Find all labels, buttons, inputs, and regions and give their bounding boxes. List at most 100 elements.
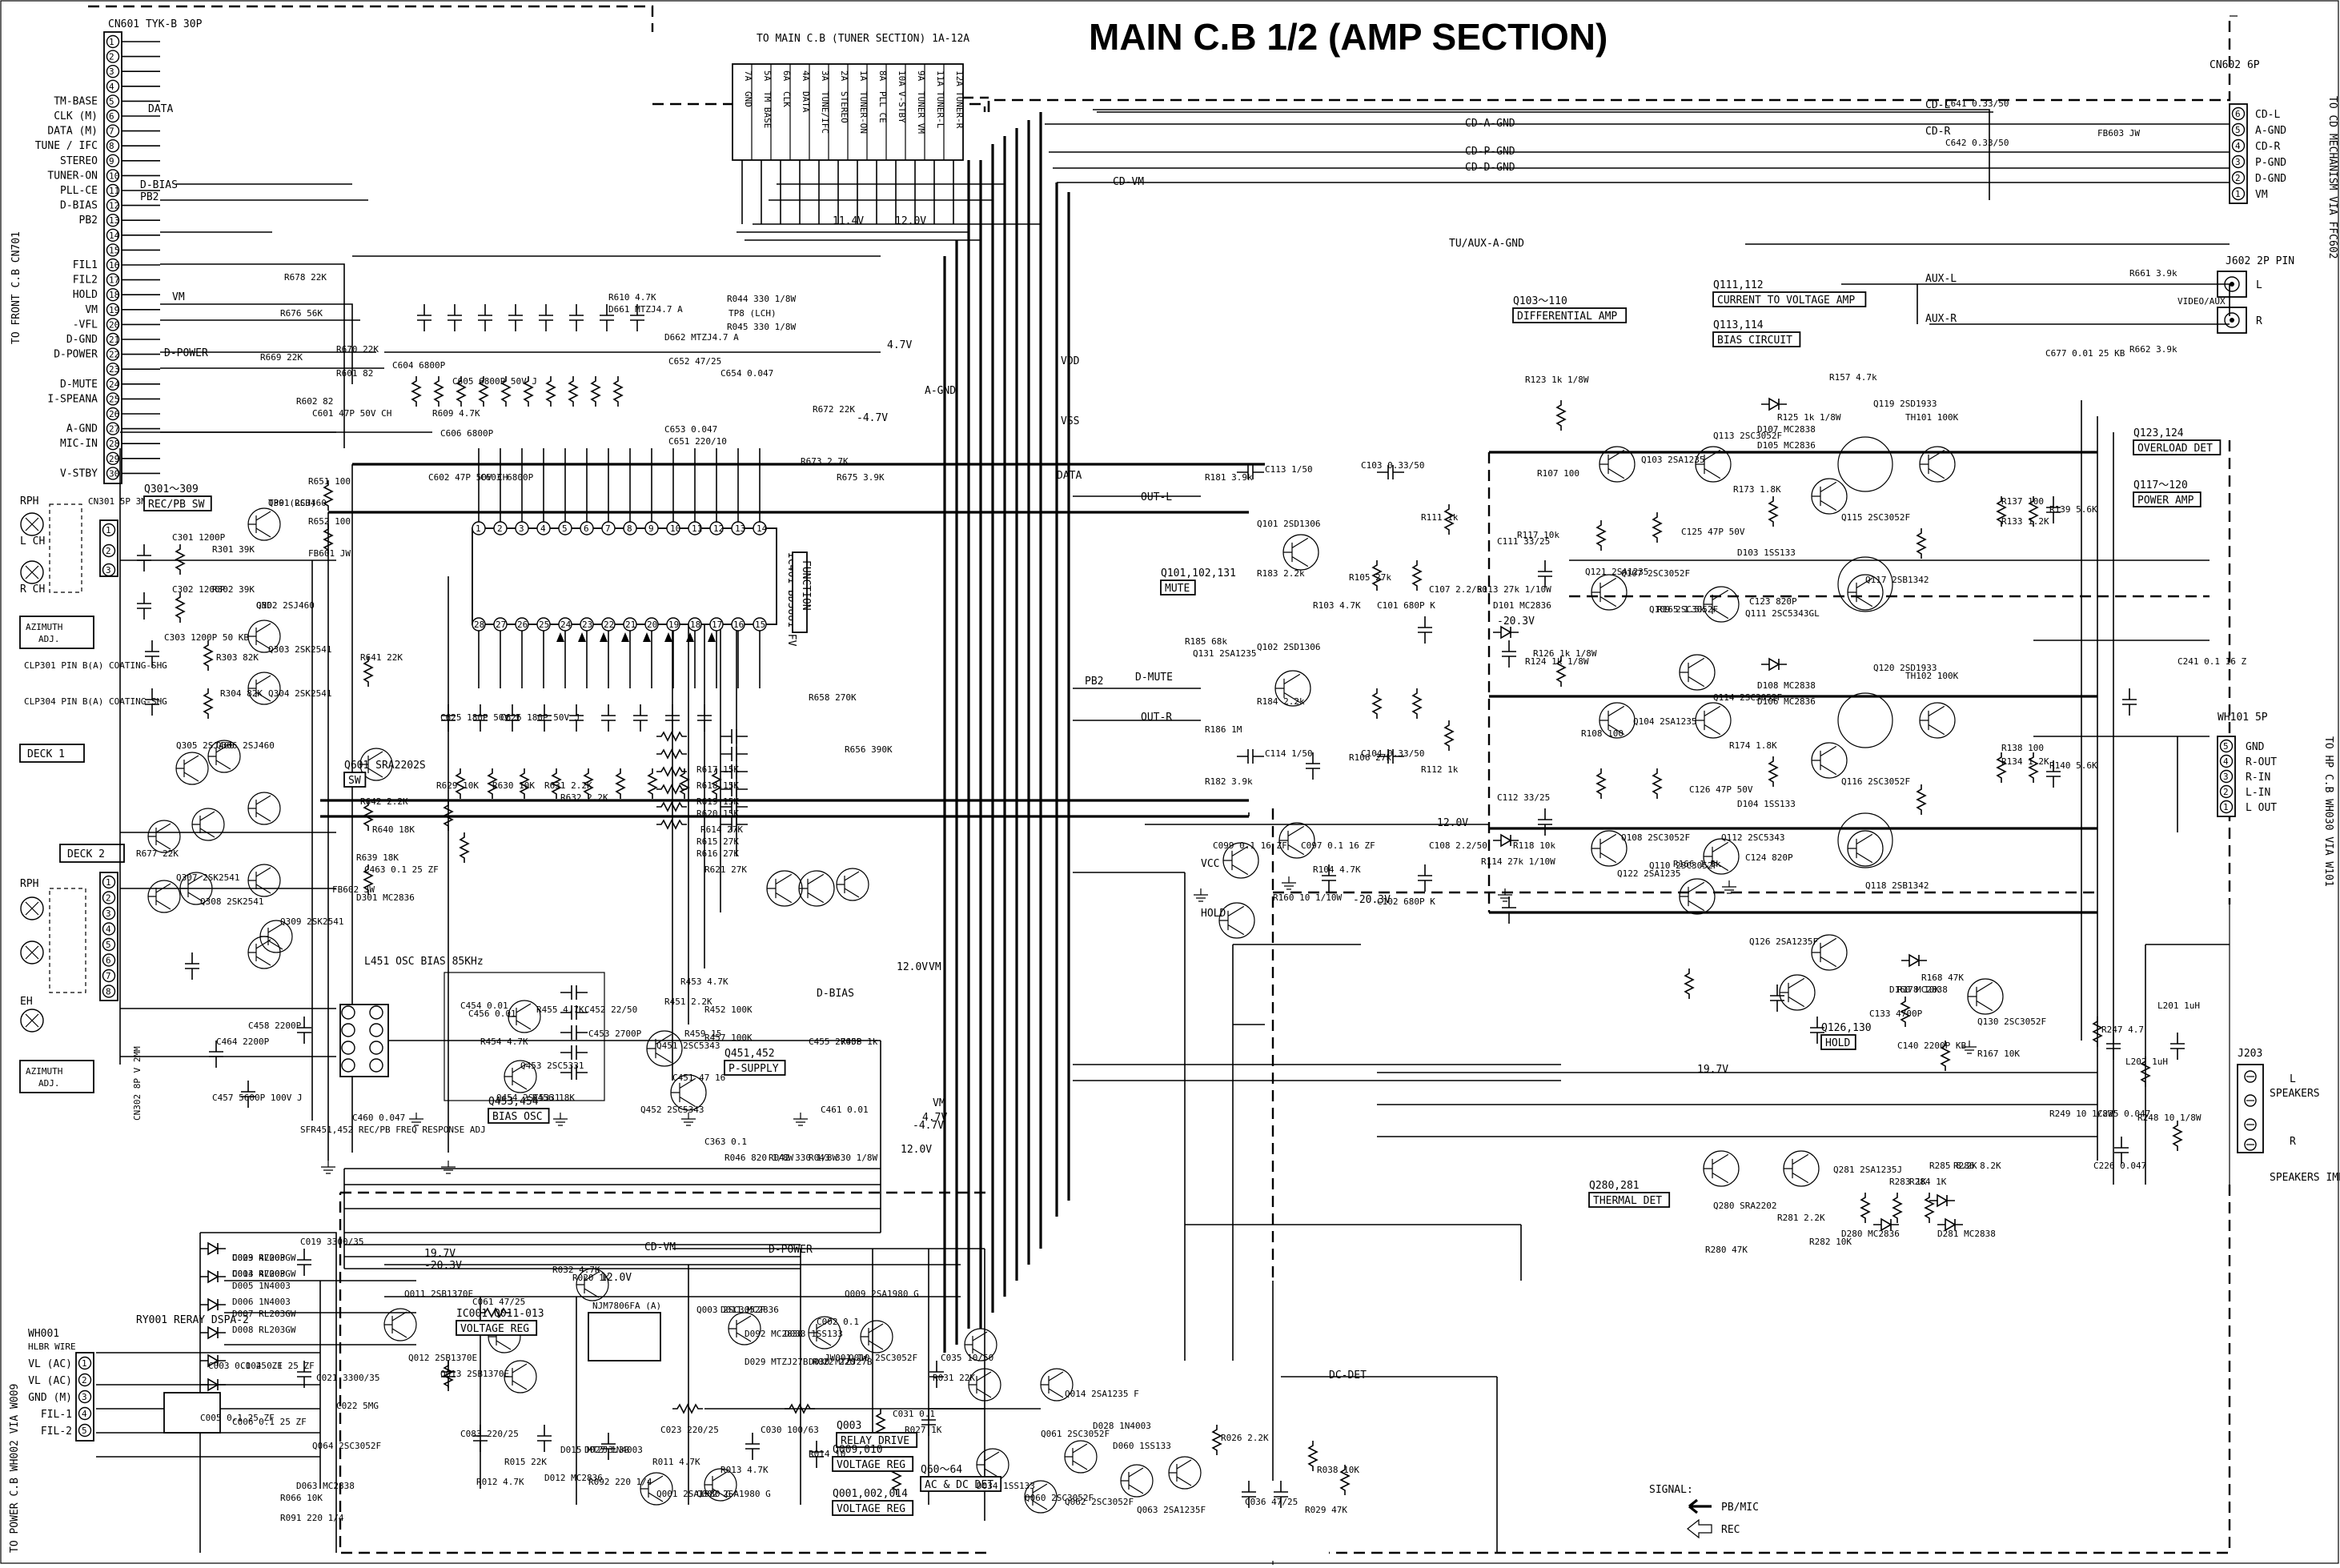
block-tag-q451_452: P-SUPPLY — [728, 1063, 779, 1075]
part-label: R106 27k — [1349, 752, 1391, 763]
part-label: C031 0.1 — [893, 1409, 935, 1419]
part-label: C602 47P 50V CH — [428, 472, 508, 483]
net-label: 19.7V — [1697, 1064, 1728, 1076]
legend-title: SIGNAL: — [1649, 1484, 1693, 1496]
capacitor-icon — [720, 747, 748, 761]
block-tag-box — [1512, 307, 1628, 323]
part-label: Q110 2SC3052F — [1649, 860, 1718, 871]
block-tag-q103_110: DIFFERENTIAL AMP — [1517, 311, 1617, 323]
part-label: Q281 2SA1235J — [1833, 1165, 1902, 1175]
cn601-pin — [106, 258, 120, 272]
part-label: D004 RL203GW — [232, 1269, 296, 1279]
resistor-icon — [323, 480, 334, 511]
part-label: C641 0.33/50 — [1945, 98, 2009, 109]
part-label: R629 10K — [436, 780, 479, 791]
resistor-icon — [1595, 768, 1607, 799]
part-label: R014 10 — [809, 1449, 845, 1459]
net-label: VCC — [1201, 858, 1219, 870]
ic401-tag: FUNCTION — [800, 560, 812, 611]
part-label: Q009 2SA1980 G — [845, 1289, 919, 1299]
resistor-icon — [478, 376, 489, 407]
cn601-pin-number: 12 — [109, 201, 119, 211]
capacitor-icon — [1502, 896, 1516, 924]
tuner-pin-number: 5A — [762, 70, 773, 82]
tuner-pin-label: TUNE/IFC — [820, 91, 830, 134]
part-label: R015 22K — [504, 1457, 547, 1467]
part-label: C601 47P 50V CH — [312, 408, 391, 419]
tuner-pin-label: PLL CE — [877, 91, 888, 123]
part-label: R616 27K — [696, 848, 739, 859]
deck2-label: DECK 2 — [67, 848, 105, 860]
cn602-pin-label: A-GND — [2255, 125, 2286, 137]
part-label: D103 1SS133 — [1737, 547, 1796, 558]
legend-pbmic: PB/MIC — [1721, 1502, 1759, 1514]
part-label: R662 3.9k — [2129, 344, 2177, 355]
j203-channel-r: R — [2290, 1136, 2296, 1148]
part-label: C651 220/10 — [668, 436, 727, 447]
part-label: R038 10K — [1317, 1465, 1359, 1475]
part-label: D108 MC2838 — [1757, 680, 1816, 691]
part-label: C461 0.01 — [821, 1105, 869, 1115]
resistor-icon — [1371, 688, 1383, 719]
part-label: R639 18K — [356, 852, 399, 863]
part-label: Q012 2SB1370E — [408, 1353, 477, 1363]
block-tag-q101: MUTE — [1165, 583, 1190, 595]
capacitor-icon — [1242, 1481, 1256, 1508]
block-tag-box — [343, 772, 367, 788]
part-label: R013 4.7K — [720, 1465, 769, 1475]
cn602-pin-number: 5 — [2235, 125, 2241, 135]
part-label: Q103 2SA1235 — [1641, 455, 1704, 465]
cn601-pin — [106, 377, 120, 391]
diode-icon — [1761, 397, 1787, 411]
part-label: C303 1200P 50 KB — [164, 632, 249, 643]
resistor-icon — [203, 640, 214, 671]
sfr-label: SFR451,452 REC/PB FREQ RESPONSE ADJ — [300, 1125, 486, 1135]
part-label: JW001 JW — [825, 1353, 867, 1363]
clp304-label: CLP304 PIN B(A) COATING-SHG — [24, 696, 167, 707]
cn601-pin-label: D-POWER — [54, 349, 98, 361]
part-label: D007 RL203GW — [232, 1309, 296, 1319]
resistor-icon — [175, 544, 186, 575]
net-label: -4.7V — [857, 412, 888, 424]
part-label: Q003 2SC3052F — [696, 1305, 765, 1315]
part-label: C140 2200P KB — [1897, 1041, 1966, 1051]
bus-wiring — [96, 109, 2230, 1553]
resistor-icon — [1443, 504, 1455, 535]
j203-channel-l: L — [2290, 1073, 2296, 1085]
part-label: R457 100K — [704, 1033, 753, 1043]
part-label: C454 0.01 — [460, 1001, 508, 1011]
wh001-pin-label: GND (M) — [28, 1392, 72, 1404]
wh101-title: WH101 5P — [2218, 712, 2268, 724]
cn601-pin-number: 20 — [109, 319, 119, 330]
cn601-pin — [106, 273, 120, 287]
power-transistor-icon — [1837, 812, 1893, 868]
wh001-side-label: TO POWER C.B WH002 VIA W009 — [9, 1384, 21, 1553]
resistor-icon — [1900, 997, 1911, 1027]
net-label: -20.3V — [1497, 616, 1535, 628]
capacitor-icon — [630, 304, 644, 331]
resistor-icon — [656, 801, 687, 812]
rph-label-2: RPH — [20, 878, 38, 890]
j602-channel-label: L — [2256, 279, 2262, 291]
ic401-pin: 1 — [476, 523, 481, 534]
tuner-pin-label: STEREO — [839, 91, 849, 123]
part-label: R166 1.5k — [1673, 859, 1721, 869]
part-label: R642 2.2K — [360, 796, 408, 807]
wh001-pin-number: 4 — [82, 1409, 87, 1419]
resistor-icon — [175, 592, 186, 623]
resistor-icon — [2092, 1017, 2103, 1047]
part-label: R183 2.2k — [1257, 568, 1305, 579]
tuner-pin-number: 10A — [897, 70, 907, 86]
part-label: R280 47K — [1705, 1245, 1748, 1255]
tuner-pin-number: 2A — [839, 70, 849, 82]
resistor-icon — [785, 1403, 815, 1414]
capacitor-icon — [560, 985, 588, 1000]
part-label: C113 1/50 — [1265, 464, 1313, 475]
diode-icon — [200, 1241, 226, 1256]
cn601-pin — [106, 79, 120, 94]
j602-title: J602 2P PIN — [2226, 255, 2294, 267]
part-label: R609 4.7K — [432, 408, 480, 419]
part-label: C463 0.1 25 ZF — [364, 864, 439, 875]
part-label: R451 2.2K — [664, 997, 712, 1007]
